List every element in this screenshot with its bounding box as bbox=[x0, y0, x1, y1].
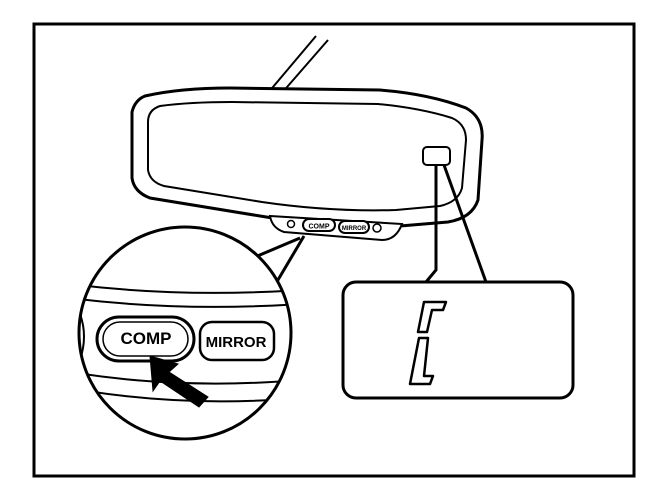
small-mirror-button[interactable]: MIRROR bbox=[338, 220, 370, 234]
button-magnified-inset: COMP MIRROR bbox=[77, 225, 293, 441]
small-comp-button[interactable]: COMP bbox=[302, 218, 336, 232]
small-mirror-label: MIRROR bbox=[342, 226, 367, 232]
readout-letter-c-glyph bbox=[408, 300, 448, 386]
mirror-button[interactable]: MIRROR bbox=[198, 320, 276, 362]
comp-button-label: COMP bbox=[121, 329, 172, 348]
small-indicator-left bbox=[286, 219, 296, 229]
rearview-mirror bbox=[130, 86, 484, 228]
small-comp-label: COMP bbox=[309, 224, 330, 231]
display-callout-lines bbox=[424, 164, 488, 283]
mirror-button-label: MIRROR bbox=[206, 334, 267, 351]
figure-frame bbox=[32, 22, 636, 478]
press-arrow-icon bbox=[149, 355, 209, 408]
mirror-display-window bbox=[422, 146, 451, 166]
display-readout: C bbox=[341, 280, 575, 400]
comp-button[interactable]: COMP bbox=[95, 315, 196, 363]
mirror-button-strip: COMP MIRROR bbox=[268, 214, 404, 242]
small-indicator-right bbox=[372, 223, 382, 233]
